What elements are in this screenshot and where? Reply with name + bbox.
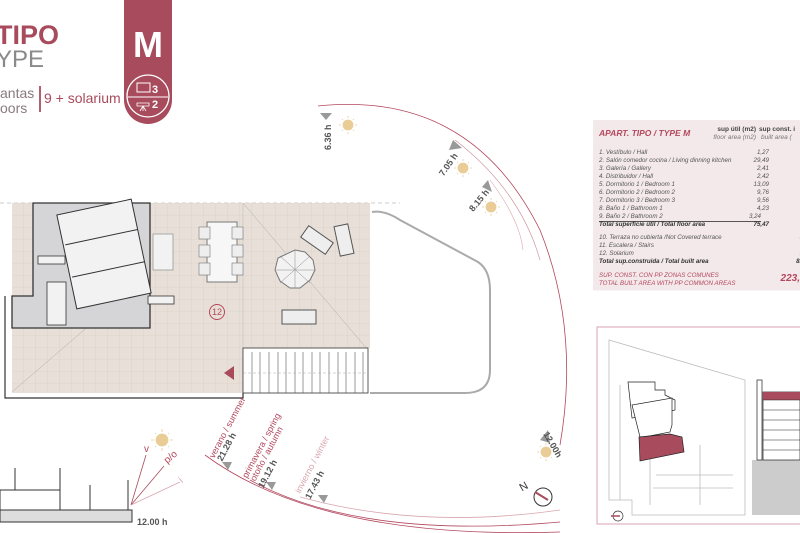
bedroom-count: 3 bbox=[152, 84, 159, 96]
table-row: 11. Escalera / Stairs bbox=[599, 242, 654, 249]
bathroom-count: 2 bbox=[152, 99, 159, 111]
table-title: APART. TIPO / TYPE M bbox=[599, 128, 691, 138]
floors-label: antas oors bbox=[0, 86, 34, 116]
table-row: 2. Salón comedor cocina / Living dinning… bbox=[599, 157, 769, 164]
noon-label: 12.00 h bbox=[137, 517, 168, 527]
common-area-en: TOTAL BUILT AREA WITH PP COMMON AREAS bbox=[599, 280, 736, 287]
north-compass-icon bbox=[533, 487, 553, 507]
sun-icons bbox=[151, 116, 555, 461]
divider bbox=[39, 86, 41, 112]
badge-letter: M bbox=[133, 24, 163, 65]
floors-value: 9 + solarium bbox=[44, 90, 121, 106]
floors-label-es: antas bbox=[0, 85, 35, 101]
shower-icon bbox=[136, 102, 150, 112]
col2-sub: built area ( bbox=[761, 134, 792, 141]
legend-summer: v bbox=[144, 444, 149, 455]
room-number-badge: 12 bbox=[209, 304, 225, 320]
bed-icon bbox=[136, 82, 151, 93]
area-table: APART. TIPO / TYPE M sup útil (m2) floor… bbox=[593, 120, 800, 290]
entrance-arrow-icon bbox=[224, 366, 234, 380]
title-tipo: TIPO bbox=[0, 20, 60, 50]
table-row: 10. Terraza no cubierta /Not Covered ter… bbox=[599, 234, 800, 241]
apartment-type-badge bbox=[124, 0, 172, 124]
common-area-es: SUP. CONST. CON PP ZONAS COMUNES bbox=[599, 272, 719, 279]
total-floor-row: Total superficie útil / Total floor area… bbox=[599, 221, 769, 228]
sun-time-label: 6.36 h bbox=[323, 124, 333, 150]
title-type: YPE bbox=[0, 46, 45, 73]
table-row: 12. Solarium5 bbox=[599, 250, 800, 257]
common-area-value: 223, bbox=[780, 273, 800, 284]
col1-sub: floor area (m2) bbox=[713, 134, 756, 141]
col2-header: sup const. i bbox=[759, 126, 796, 133]
floors-label-en: oors bbox=[0, 100, 28, 116]
col1-header: sup útil (m2) bbox=[717, 126, 756, 133]
